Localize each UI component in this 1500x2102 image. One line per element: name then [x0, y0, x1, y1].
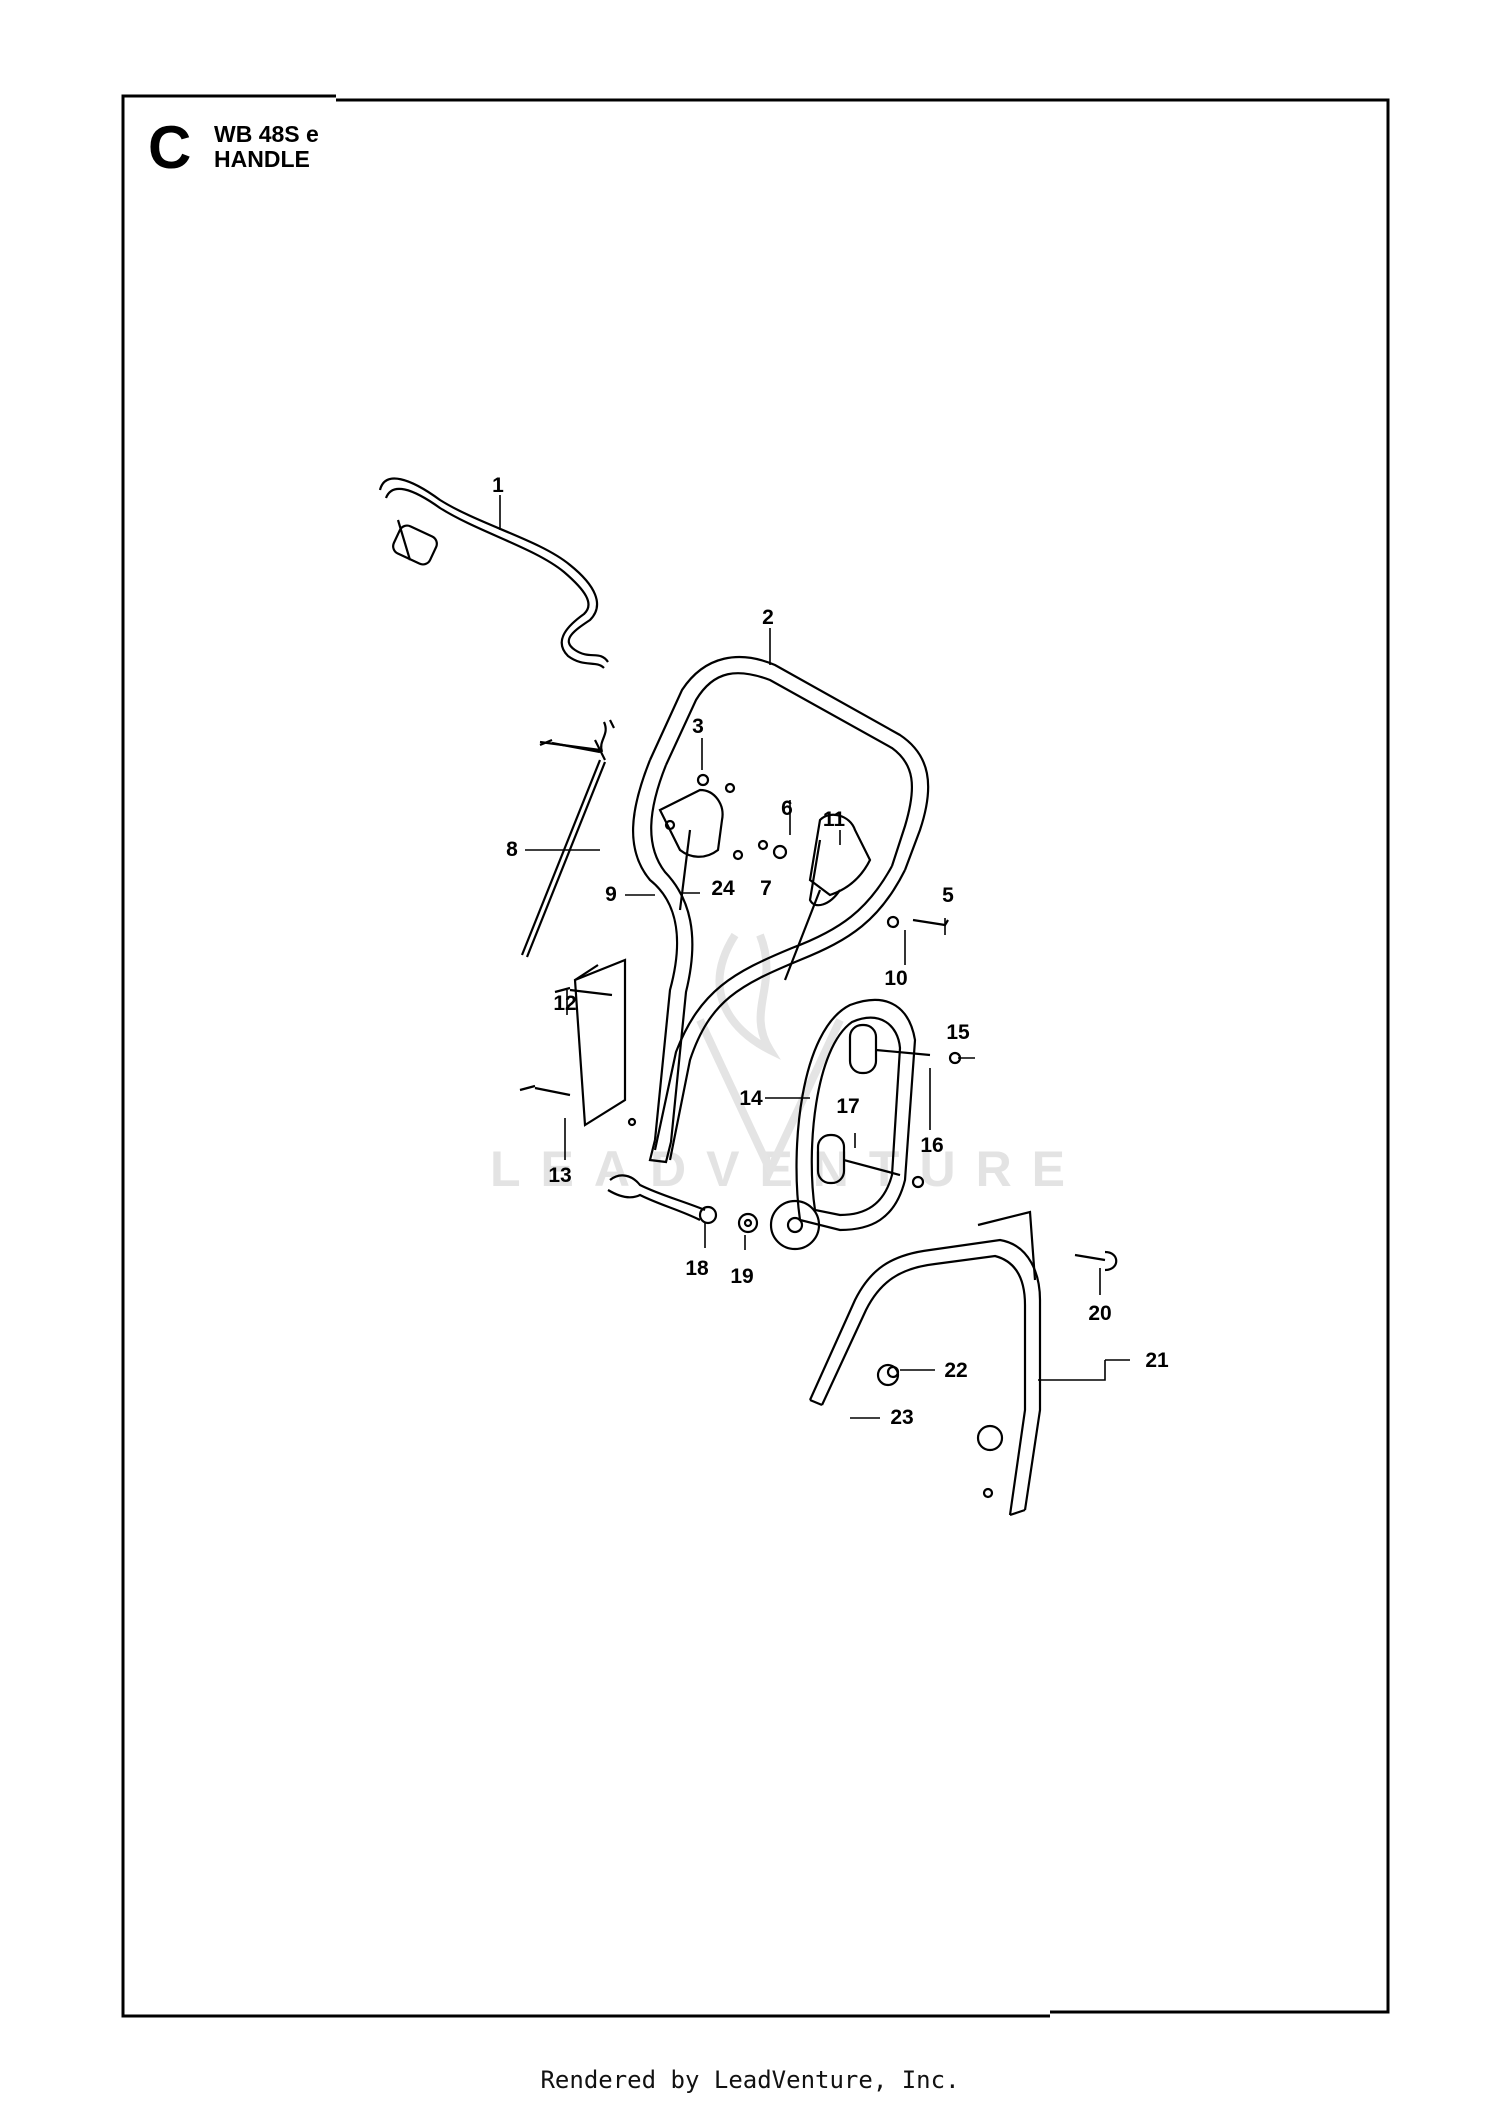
- callout-17: 17: [836, 1095, 859, 1118]
- callout-16: 16: [920, 1134, 943, 1157]
- leader-lines: [499, 495, 1130, 1419]
- callout-23: 23: [890, 1406, 913, 1429]
- callout-9: 9: [605, 883, 617, 906]
- cable-connector-part: [607, 1174, 759, 1234]
- callout-10: 10: [884, 967, 907, 990]
- footer-credit: Rendered by LeadVenture, Inc.: [540, 2066, 960, 2094]
- section-title: HANDLE: [214, 146, 310, 172]
- callout-13: 13: [548, 1164, 571, 1187]
- lower-handle-part: [808, 1210, 1042, 1517]
- callout-3: 3: [692, 715, 704, 738]
- callout-1: 1: [492, 474, 504, 497]
- screw-parts: [519, 738, 1118, 1499]
- callout-12: 12: [553, 992, 576, 1015]
- control-lever-part: [783, 813, 872, 981]
- control-cable-part: [378, 477, 609, 669]
- section-letter: C: [148, 114, 192, 181]
- watermark-logo: [696, 932, 844, 1180]
- model-name: WB 48S e: [214, 121, 319, 147]
- callout-14: 14: [739, 1087, 763, 1110]
- handle-cover-part: [573, 958, 637, 1127]
- callout-21: 21: [1145, 1349, 1169, 1372]
- callout-6: 6: [781, 797, 793, 820]
- handle-bracket-part: [769, 998, 931, 1251]
- callout-18: 18: [685, 1257, 709, 1280]
- control-rod-part: [520, 719, 615, 958]
- callout-20: 20: [1088, 1302, 1111, 1325]
- callout-19: 19: [730, 1265, 753, 1288]
- callout-7: 7: [760, 877, 772, 900]
- callout-2: 2: [762, 606, 774, 629]
- callout-24: 24: [711, 877, 735, 900]
- speed-lever-part: [658, 788, 724, 911]
- callout-5: 5: [942, 884, 954, 907]
- callout-15: 15: [946, 1021, 970, 1044]
- callout-22: 22: [944, 1359, 967, 1382]
- diagram-border: [121, 94, 1390, 2018]
- upper-handle-part: [632, 655, 930, 1164]
- callout-11: 11: [823, 808, 846, 831]
- callout-8: 8: [506, 838, 518, 861]
